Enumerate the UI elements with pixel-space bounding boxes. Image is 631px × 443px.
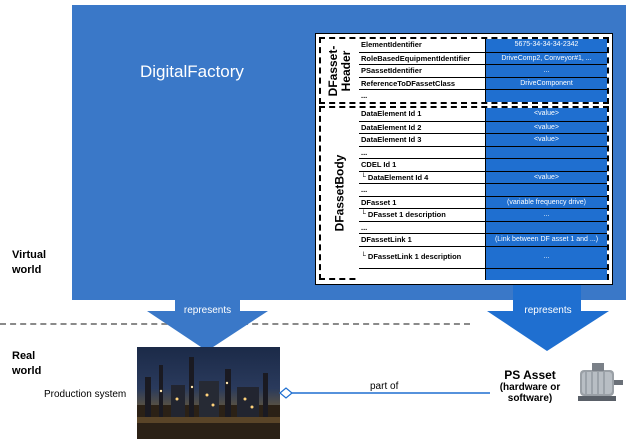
table-row: ... [359,145,607,158]
row-key: DataElement Id 2 [359,121,486,133]
digital-factory-title: DigitalFactory [140,62,244,81]
row-key: DataElement Id 3 [359,134,486,146]
represents-label-left: represents [183,305,232,316]
row-key [359,268,486,280]
body-rows: DataElement Id 1<value>DataElement Id 2<… [359,108,607,280]
row-key: ElementIdentifier [359,39,486,52]
table-row: ... [359,89,607,102]
row-key: └ DataElement Id 4 [359,171,486,183]
table-row: └ DataElement Id 4<value> [359,170,607,183]
row-value: DriveComp2, Conveyor#1, ... [486,52,607,64]
nested-marker-icon: └ [361,252,368,260]
represents-label-right: represents [524,305,572,316]
table-row [359,267,607,280]
row-value: (Link between DF asset 1 and ...) [486,234,607,246]
row-value [486,159,607,171]
row-value: ... [486,209,607,221]
row-value [486,146,607,158]
dfasset-header-label: DFasset-Header [326,45,353,96]
row-key: └ DFasset 1 description [359,209,486,221]
row-value [486,90,607,102]
nested-marker-icon: └ [361,211,368,218]
production-system-label: Production system [44,389,127,400]
row-key: PSassetIdentifier [359,65,486,77]
row-key: DFasset 1 [359,196,486,208]
row-value: DriveComponent [486,77,607,89]
table-row: DataElement Id 1<value> [359,108,607,121]
motor-icon [578,363,623,401]
refinery-image [137,357,280,439]
row-key: ... [359,90,486,102]
row-value: <value> [486,108,607,121]
dfasset-body-label: DFassetBody [332,154,347,232]
table-row: └ DFasset 1 description... [359,208,607,221]
row-value: <value> [486,134,607,146]
row-key: RoleBasedEquipmentIdentifier [359,52,486,64]
part-of-label: part of [370,381,399,392]
table-row: ... [359,183,607,196]
row-value: ... [486,65,607,77]
production-system-photo [137,347,280,439]
row-key: CDEL Id 1 [359,159,486,171]
real-world-label: Real world [12,350,42,377]
row-value: ... [486,246,607,268]
ps-asset-title: PS Asset [504,368,556,382]
represents-arrow-left [147,283,268,351]
table-row: DFasset 1(variable frequency drive) [359,195,607,208]
table-row: ... [359,220,607,233]
row-key: └ DFassetLink 1 description [359,246,486,268]
table-row: └ DFassetLink 1 description... [359,245,607,268]
row-value: <value> [486,171,607,183]
table-row: CDEL Id 1 [359,158,607,171]
row-value [486,268,607,280]
ps-asset-subtitle: (hardware or software) [499,382,561,404]
represents-arrow-right [487,283,609,351]
table-row: PSassetIdentifier... [359,64,607,77]
table-row: DataElement Id 3<value> [359,133,607,146]
row-key: ... [359,184,486,196]
part-of-connector [279,387,490,399]
row-key: ... [359,146,486,158]
row-value [486,184,607,196]
row-value: 5675-34-34-34-2342 [486,39,607,52]
row-key: ReferenceToDFassetClass [359,77,486,89]
table-row: DataElement Id 2<value> [359,120,607,133]
table-row: DFassetLink 1(Link between DF asset 1 an… [359,233,607,246]
row-key: DataElement Id 1 [359,108,486,121]
row-key: DFassetLink 1 [359,234,486,246]
virtual-world-label: Virtual world [12,249,47,276]
dfasset-body-section: DFassetBody DataElement Id 1<value>DataE… [319,106,609,280]
row-value: <value> [486,121,607,133]
nested-marker-icon: └ [361,173,368,181]
row-value: (variable frequency drive) [486,196,607,208]
row-key: ... [359,221,486,233]
row-value [486,221,607,233]
